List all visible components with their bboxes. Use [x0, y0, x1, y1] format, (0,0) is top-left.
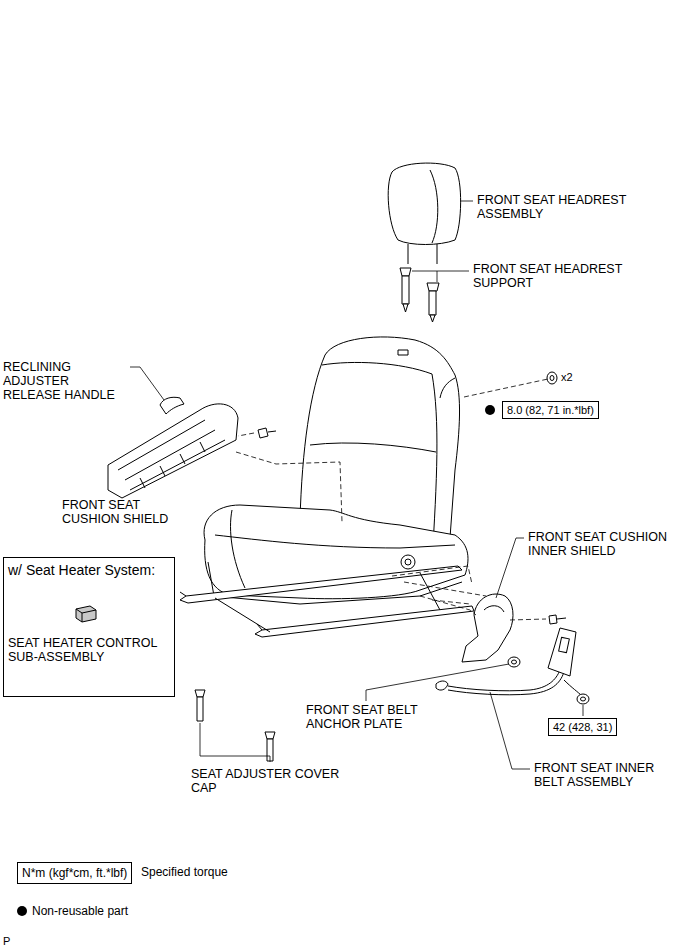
illustration-part: [484, 606, 504, 612]
illustration-part: [429, 291, 436, 315]
illustration-part: [231, 510, 245, 588]
quantity: x2: [561, 370, 573, 384]
illustration-part: [581, 697, 586, 701]
part-name: FRONT SEAT HEADREST SUPPORT: [473, 262, 643, 290]
part-name: SEAT ADJUSTER COVER CAP: [191, 767, 351, 795]
illustration-part: [403, 304, 408, 312]
legend-text: Specified torque: [141, 865, 228, 879]
spec-text: 42 (428, 31): [553, 721, 612, 733]
illustration-part: [215, 535, 455, 548]
illustration-part: [564, 680, 582, 696]
non-reusable-dot: [17, 906, 27, 916]
illustration-part: [490, 692, 530, 769]
illustration-part: [510, 619, 546, 620]
part-name: FRONT SEAT HEADREST ASSEMBLY: [477, 193, 647, 221]
illustration-part: [238, 433, 254, 436]
illustration-part: [402, 276, 409, 304]
variant-heading: w/ Seat Heater System:: [8, 562, 155, 579]
torque-spec-box: 42 (428, 31): [548, 718, 617, 736]
illustration-part: [258, 428, 268, 438]
illustration-part: [197, 697, 203, 721]
illustration-part: [559, 637, 570, 652]
illustration-part: [255, 606, 474, 637]
illustration-part: [508, 657, 520, 667]
illustration-part: [549, 615, 557, 624]
illustration-part: [130, 367, 164, 400]
illustration-part: [392, 566, 472, 584]
illustration-part: [408, 244, 409, 264]
part-name: RECLINING ADJUSTER RELEASE HANDLE: [3, 360, 121, 402]
illustration-part: [577, 694, 589, 704]
illustration-part: [430, 315, 435, 322]
part-name: FRONT SEAT INNER BELT ASSEMBLY: [534, 761, 669, 789]
illustration-part: [440, 378, 455, 398]
part-name: FRONT SEAT CUSHION SHIELD: [62, 498, 172, 526]
illustration-part: [322, 362, 432, 374]
illustration-part: [461, 201, 473, 202]
part-name: FRONT SEAT BELT ANCHOR PLATE: [306, 703, 431, 731]
illustration-part: [437, 244, 438, 264]
illustration-part: [432, 600, 470, 604]
illustration-part: [388, 163, 460, 244]
illustration-part: [548, 628, 576, 676]
torque-spec-box: 8.0 (82, 71 in.*lbf): [502, 401, 599, 419]
illustration-part: [448, 670, 560, 691]
illustration-part: [76, 609, 96, 622]
illustration-part: [485, 405, 495, 415]
illustration-part: [180, 592, 186, 596]
illustration-part: [215, 598, 270, 632]
illustration-part: [427, 283, 439, 291]
illustration-part: [547, 372, 557, 384]
illustration-part: [401, 555, 415, 569]
spec-text: 8.0 (82, 71 in.*lbf): [507, 404, 594, 416]
illustration-part: [512, 660, 517, 664]
illustration-part: [496, 538, 524, 598]
legend-torque-box: N*m (kgf*cm, ft.*lbf): [17, 862, 132, 884]
legend-text: Non-reusable part: [32, 904, 128, 918]
illustration-part: [398, 350, 408, 355]
illustration-part: [366, 664, 509, 701]
illustration-part: [76, 163, 589, 761]
illustration-part: [108, 404, 238, 498]
spec-text: N*m (kgf*cm, ft.*lbf): [22, 866, 127, 880]
variant-box: w/ Seat Heater System: SEAT HEATER CONTRO…: [3, 557, 175, 697]
illustration-part: [412, 271, 469, 282]
illustration-part: [420, 573, 440, 610]
illustration-part: [464, 379, 548, 397]
illustration-part: [420, 596, 476, 615]
illustration-part: [180, 566, 462, 603]
figure-code: P: [3, 934, 10, 948]
illustration-part: [583, 705, 584, 716]
illustration-part: [200, 723, 270, 762]
illustration-part: [405, 559, 411, 565]
illustration-part: [140, 442, 205, 488]
illustration-part: [557, 618, 566, 619]
illustration-part: [400, 268, 411, 276]
illustration-part: [404, 582, 486, 596]
illustration-part: [195, 690, 205, 697]
illustration-part: [265, 732, 275, 739]
illustration-part: [448, 672, 564, 695]
illustration-part: [236, 452, 342, 522]
illustration-part: [76, 606, 96, 622]
illustration-part: [118, 420, 225, 490]
illustration-part: [436, 681, 448, 690]
part-name: FRONT SEAT CUSHION INNER SHIELD: [528, 530, 678, 558]
illustration-part: [268, 431, 276, 432]
part-name: SEAT HEATER CONTROL SUB-ASSEMBLY: [8, 636, 168, 664]
illustration-part: [462, 594, 513, 662]
illustration-part: [550, 376, 554, 381]
illustration-part: [430, 170, 438, 243]
illustration-part: [310, 443, 436, 452]
